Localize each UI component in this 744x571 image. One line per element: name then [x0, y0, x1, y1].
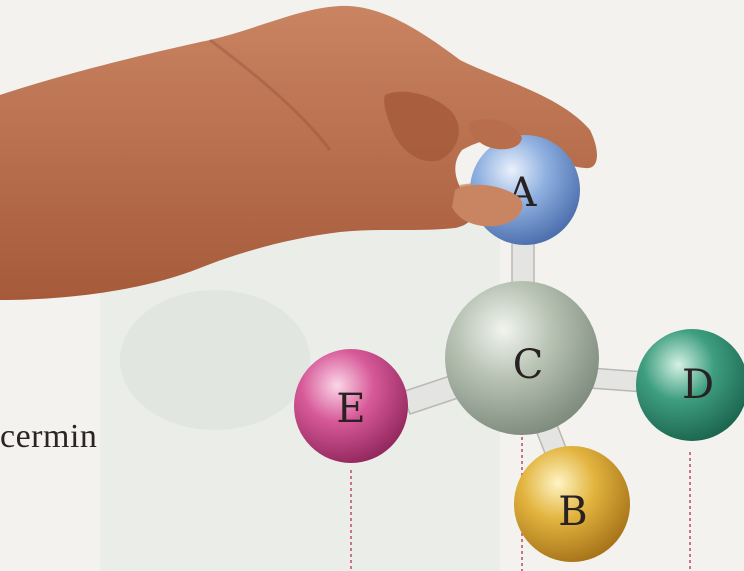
fingertips: [452, 119, 523, 227]
atom-e-label: E: [336, 386, 365, 432]
atom-d: D: [636, 329, 744, 441]
caption-text: cermin: [0, 418, 98, 455]
hand: [0, 5, 597, 301]
atom-e: E: [294, 349, 408, 463]
atom-d-label: D: [682, 362, 714, 408]
atom-c-label: C: [513, 342, 544, 388]
atom-b-label: B: [558, 489, 587, 535]
background-blur: [120, 290, 310, 430]
atom-c: C: [445, 281, 599, 435]
atom-b: B: [514, 446, 630, 562]
